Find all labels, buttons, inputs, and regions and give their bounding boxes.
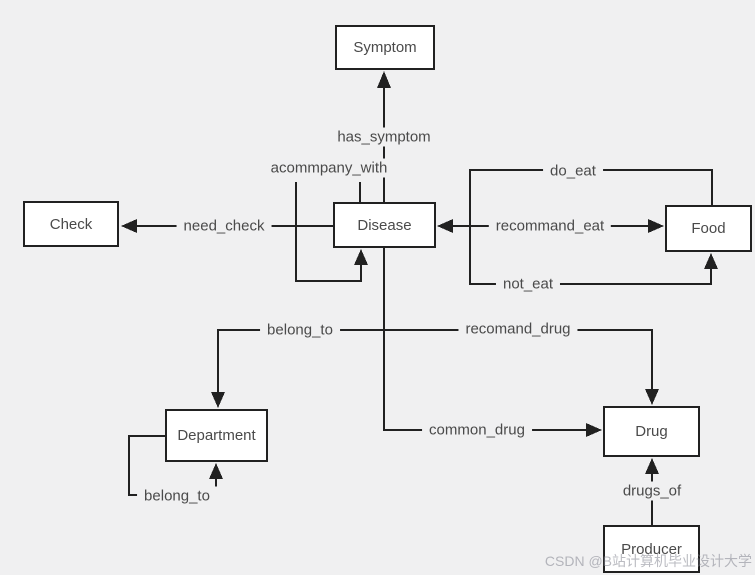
node-symptom-label: Symptom: [353, 39, 417, 56]
node-check-label: Check: [49, 215, 93, 233]
arrowhead-into-food-left: [648, 219, 664, 233]
arrowhead-into-disease-right: [437, 219, 453, 233]
node-food-label: Food: [691, 220, 726, 237]
arrowhead-into-check: [121, 219, 137, 233]
node-drug: Drug: [603, 406, 700, 457]
arrowhead-into-disease-bottom: [354, 249, 368, 265]
node-department: Department: [165, 409, 268, 462]
arrowhead-into-drug-bottom: [645, 458, 659, 474]
edge-label-belong-to-self: belong_to: [137, 486, 217, 506]
node-check: Check: [23, 201, 119, 247]
edge-label-has-symptom: has_symptom: [330, 127, 438, 147]
arrowhead-into-department-top: [211, 392, 225, 408]
edge-label-not-eat: not_eat: [495, 274, 561, 294]
arrowhead-into-department-bottom: [209, 463, 223, 479]
edge-label-need-check: need_check: [176, 216, 272, 236]
edge-label-common-drug: common_drug: [422, 420, 532, 440]
arrowhead-into-food-bottom: [704, 253, 718, 269]
edge-label-belong-to: belong_to: [260, 320, 340, 340]
edge-label-acommpany-with: acommpany_with: [263, 158, 395, 178]
node-producer-label: Producer: [621, 540, 682, 558]
edge-label-do-eat: do_eat: [543, 161, 603, 181]
node-food: Food: [665, 205, 752, 252]
node-symptom: Symptom: [335, 25, 435, 70]
edge-label-recomand-drug: recomand_drug: [458, 319, 578, 339]
edge-label-drugs-of: drugs_of: [615, 481, 689, 501]
node-department-label: Department: [177, 427, 256, 444]
arrowhead-into-symptom: [377, 71, 391, 88]
node-disease-label: Disease: [357, 216, 412, 234]
node-producer: Producer: [603, 525, 700, 573]
edge-label-recommand-eat: recommand_eat: [488, 216, 612, 236]
node-drug-label: Drug: [635, 423, 668, 440]
arrowhead-into-drug-top: [645, 389, 659, 405]
csdn-watermark: CSDN @B站计算机毕业设计大学: [544, 553, 752, 569]
node-disease: Disease: [333, 202, 436, 248]
arrowhead-into-drug-left: [586, 423, 602, 437]
